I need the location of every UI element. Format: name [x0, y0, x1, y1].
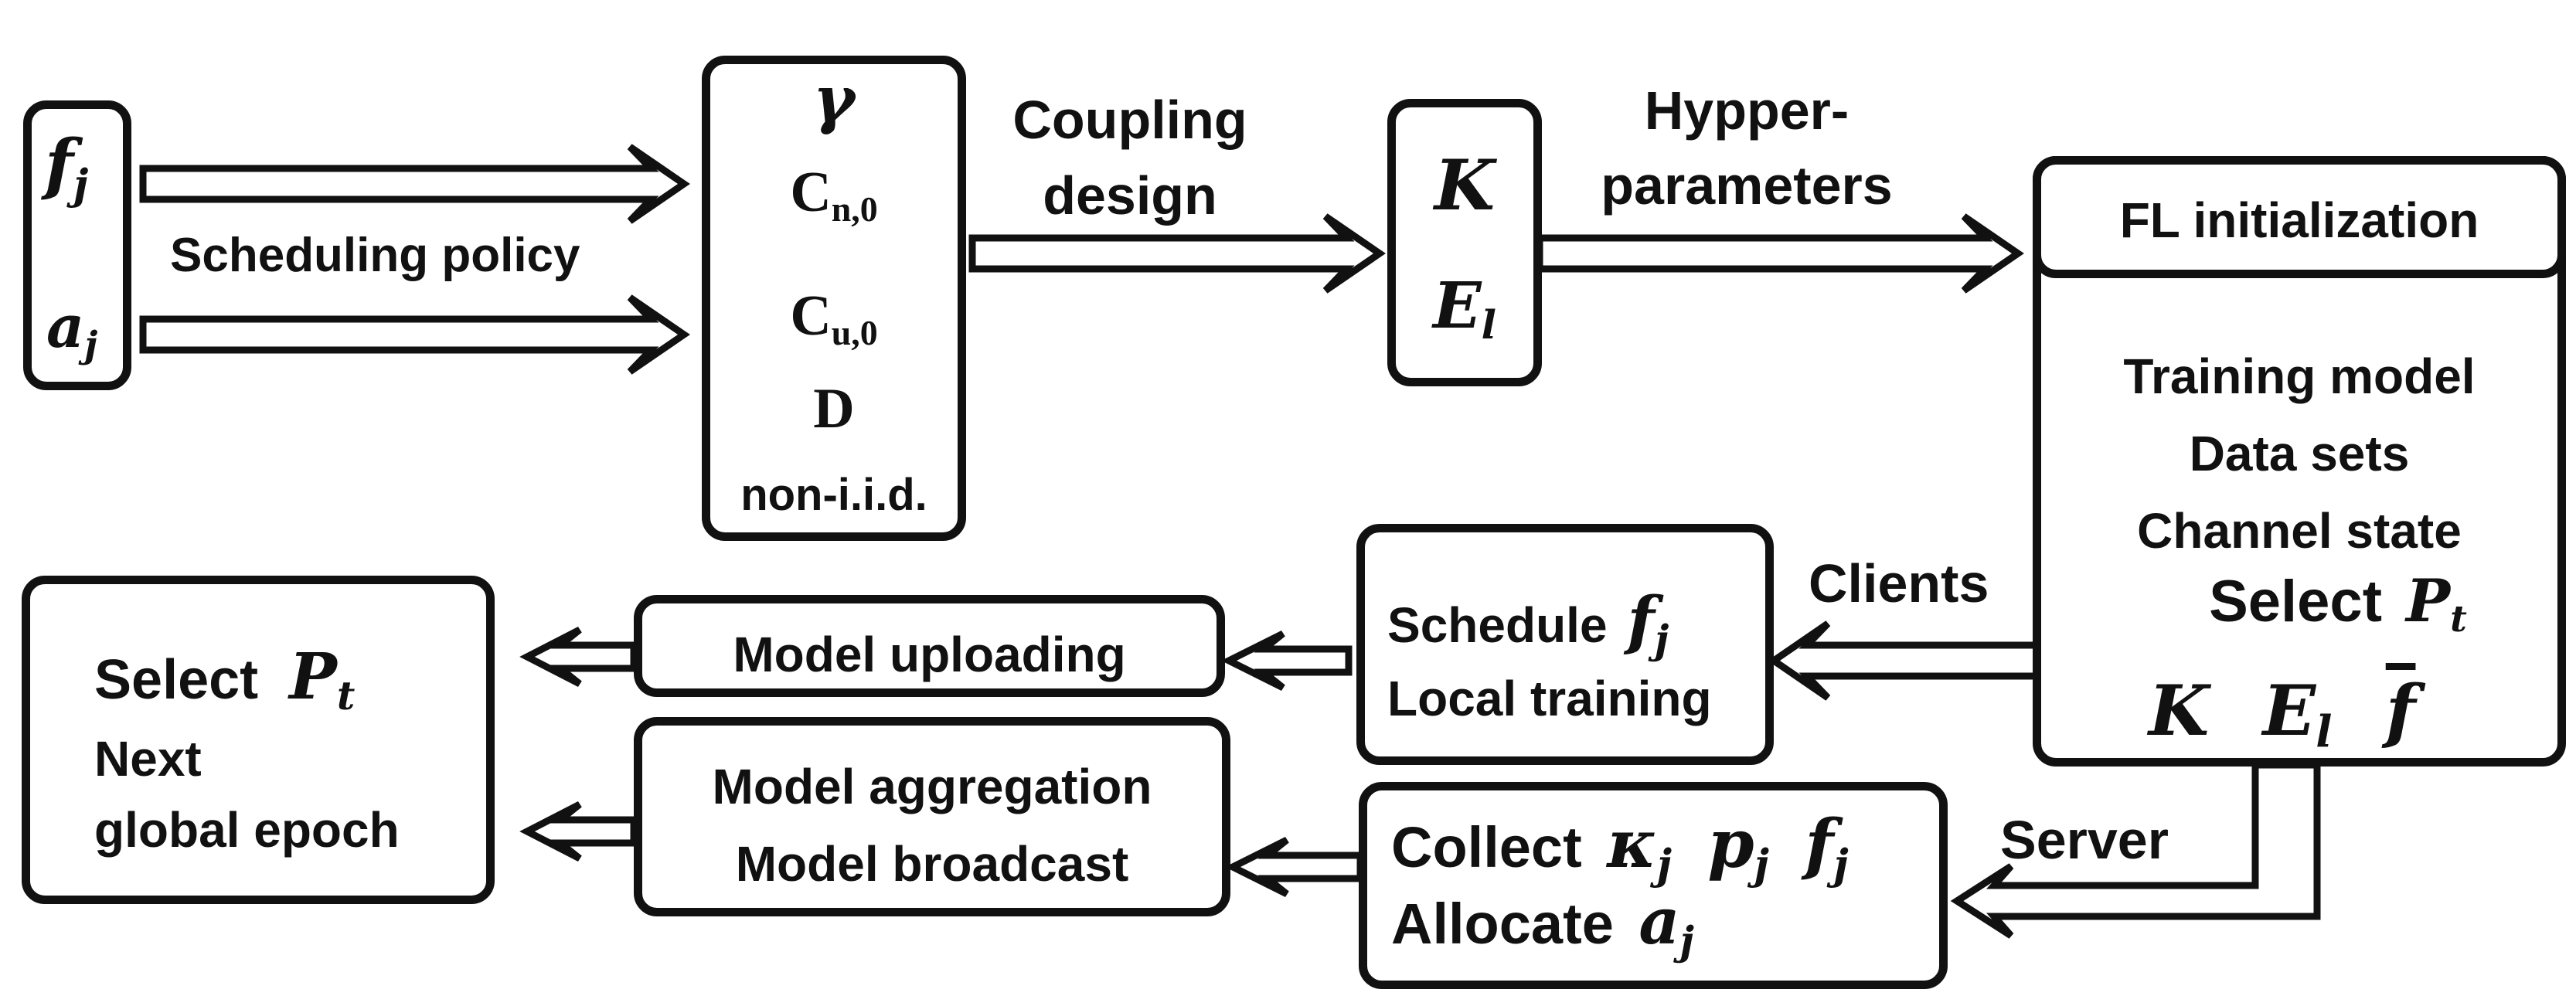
- fl-item-channel-state: Channel state: [2137, 503, 2462, 559]
- non-iid-label: non-i.i.d.: [740, 470, 927, 520]
- model-aggregation-box: [634, 717, 1230, 916]
- hyperparameters-label-line1: Hypper-: [1644, 80, 1849, 141]
- fl-select-pt: Select Pt: [2209, 566, 2467, 641]
- arrow-upload-to-next: [519, 626, 638, 688]
- schedule-fj-line: Schedule fj: [1387, 583, 1669, 663]
- model-uploading-label: Model uploading: [733, 627, 1126, 682]
- fl-initialization-title: FL initialization: [2119, 192, 2479, 248]
- model-aggregation-label: Model aggregation: [712, 759, 1152, 814]
- fl-item-data-sets: Data sets: [2189, 426, 2410, 481]
- model-uploading-box: [634, 595, 1225, 697]
- cn0-symbol: Cn,0: [790, 161, 878, 229]
- gamma-symbol: γ: [812, 63, 856, 137]
- local-training-label: Local training: [1387, 671, 1712, 726]
- fj-symbol: fj: [45, 125, 89, 209]
- aj-symbol: aj: [46, 292, 98, 367]
- scheduling-variables-box: [23, 100, 131, 390]
- global-epoch-label: global epoch: [94, 802, 400, 858]
- arrow-collect-to-agg: [1224, 836, 1364, 898]
- fl-k-el-fbar: K El f: [2149, 670, 2416, 758]
- arrow-k-to-fl: [1536, 213, 2024, 294]
- arrow-server-to-collect: [1950, 761, 2321, 939]
- fl-initialization-header: [2033, 156, 2566, 278]
- model-broadcast-label: Model broadcast: [735, 836, 1129, 892]
- allocate-line: Allocate aj: [1391, 885, 1694, 964]
- cu0-symbol: Cu,0: [790, 284, 878, 352]
- coupling-design-label-line2: design: [1043, 165, 1217, 226]
- arrow-agg-to-next: [519, 801, 638, 862]
- arrow-aj-to-params: [139, 294, 690, 375]
- server-label: Server: [2000, 810, 2169, 870]
- fl-item-training-model: Training model: [2123, 348, 2476, 404]
- next-epoch-box: [22, 576, 495, 904]
- local-training-box: [1356, 524, 1774, 765]
- system-parameters-box: [702, 56, 966, 541]
- collect-line: Collect κj pj fj: [1391, 805, 1849, 889]
- d-symbol: D: [813, 377, 855, 440]
- k-symbol: K: [1434, 144, 1496, 226]
- next-select-pt: Select Pt: [94, 640, 356, 719]
- next-label: Next: [94, 731, 202, 787]
- k-el-box: [1387, 99, 1542, 386]
- collect-allocate-box: [1359, 782, 1948, 989]
- coupling-design-label-line1: Coupling: [1012, 90, 1247, 150]
- clients-label: Clients: [1809, 553, 1989, 614]
- scheduling-policy-label: Scheduling policy: [170, 229, 580, 282]
- arrow-fj-to-params: [139, 144, 690, 224]
- arrow-schedule-to-upload: [1220, 630, 1353, 692]
- arrow-fl-to-schedule: [1768, 620, 2043, 701]
- arrow-params-to-k: [968, 213, 1386, 294]
- hyperparameters-label-line2: parameters: [1601, 155, 1893, 216]
- el-symbol: El: [1433, 269, 1496, 348]
